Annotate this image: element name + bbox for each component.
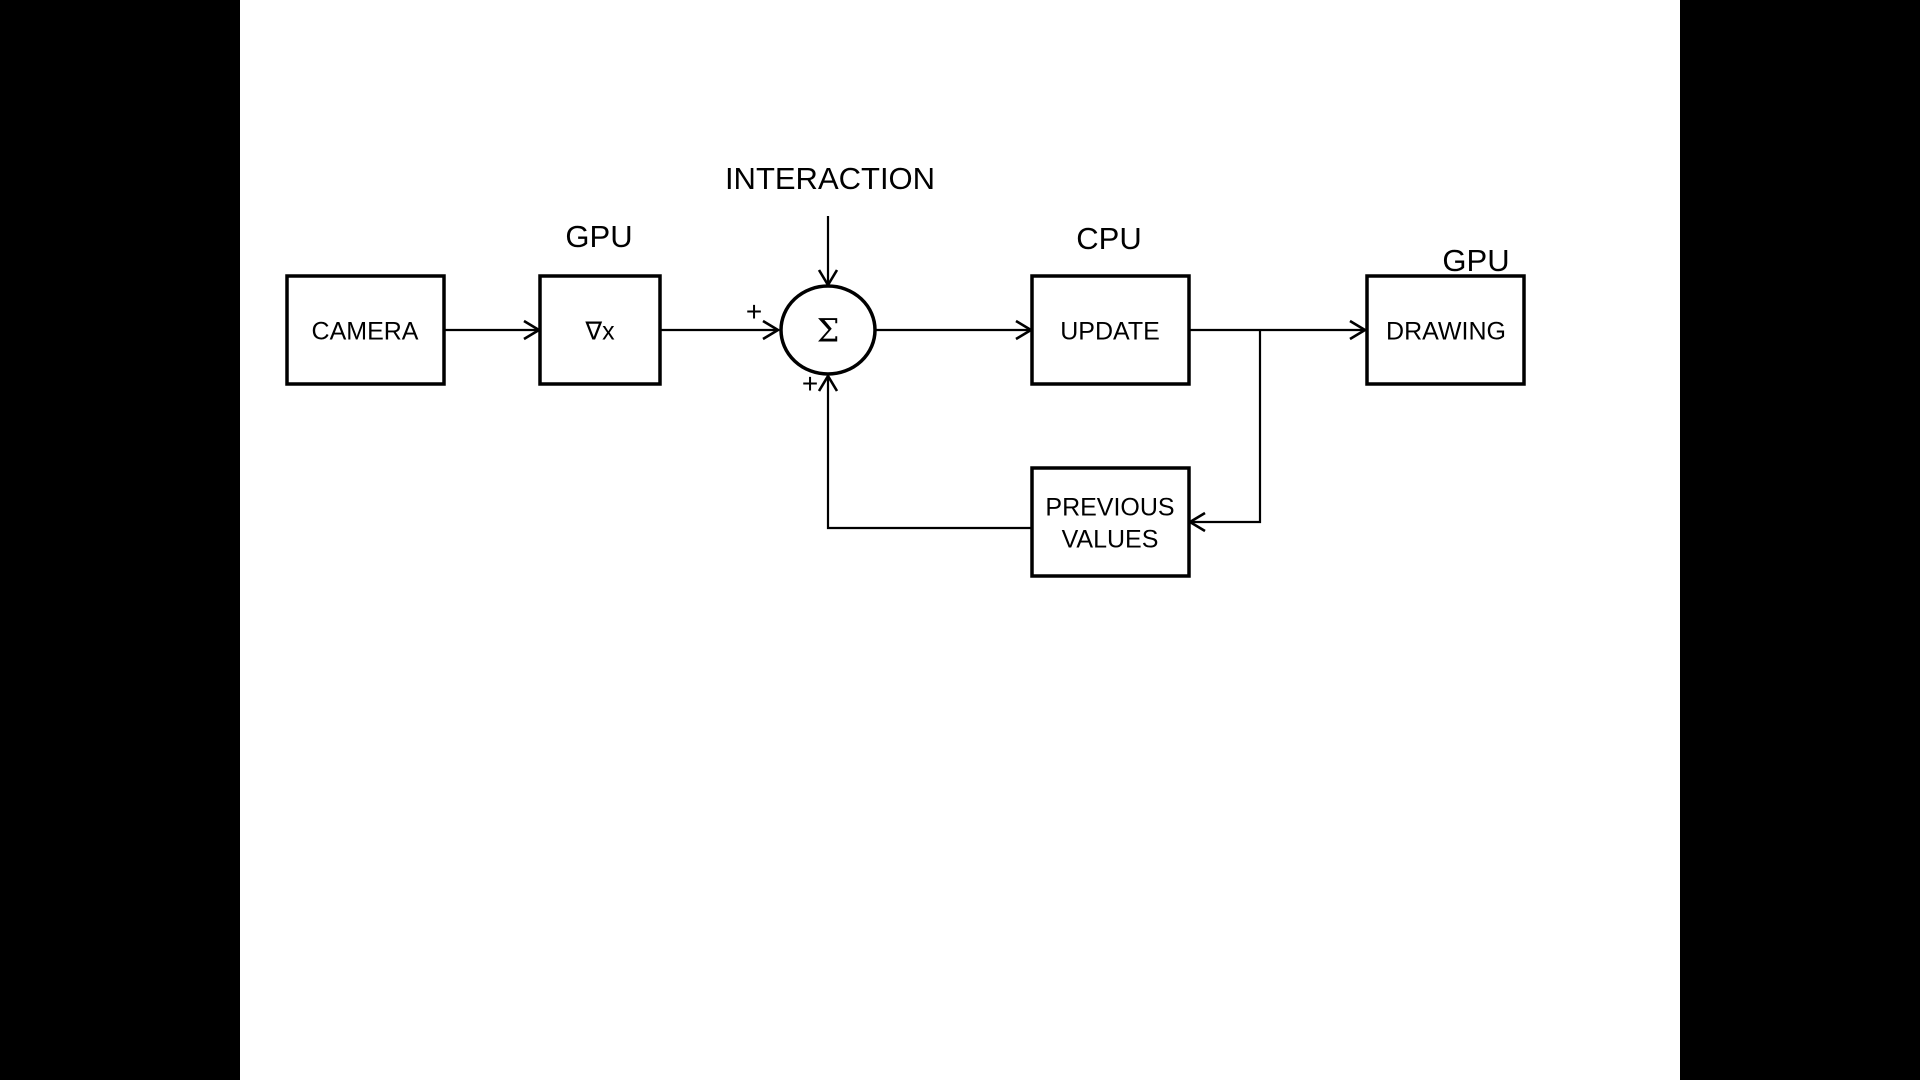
arrowhead-gradient-to-summer (762, 319, 781, 341)
edge-previous-values-to-summer (826, 376, 1031, 530)
slide-canvas: CAMERA ∇x Σ UPDATE DRAWING PREVIOUS VALU… (240, 0, 1680, 1080)
arrowhead-update-to-drawing (1349, 319, 1368, 341)
gradient-label: ∇x (584, 318, 615, 346)
update-processor-label: CPU (1076, 221, 1141, 256)
sigma-symbol: Σ (817, 312, 840, 350)
drawing-block (1365, 274, 1526, 386)
block-diagram: CAMERA ∇x Σ UPDATE DRAWING PREVIOUS VALU… (285, 161, 1526, 578)
previous-values-label-line2: VALUES (1062, 526, 1159, 554)
previous-values-block (1030, 466, 1191, 578)
camera-label: CAMERA (312, 318, 419, 346)
previous-values-label-line1: PREVIOUS (1045, 494, 1174, 522)
update-label: UPDATE (1060, 318, 1160, 346)
interaction-label: INTERACTION (725, 161, 935, 196)
summer-bottom-plus-sign: + (802, 368, 818, 399)
update-block (1030, 274, 1191, 386)
gradient-block (538, 274, 662, 386)
drawing-processor-label: GPU (1442, 243, 1509, 278)
edge-update-to-previous-values (1191, 330, 1262, 524)
drawing-label: DRAWING (1386, 318, 1506, 346)
arrowhead-previous-values-to-summer (817, 373, 839, 392)
camera-block (285, 274, 446, 386)
summing-junction (779, 284, 877, 376)
summer-left-plus-sign: + (746, 296, 762, 327)
gradient-processor-label: GPU (565, 219, 632, 254)
